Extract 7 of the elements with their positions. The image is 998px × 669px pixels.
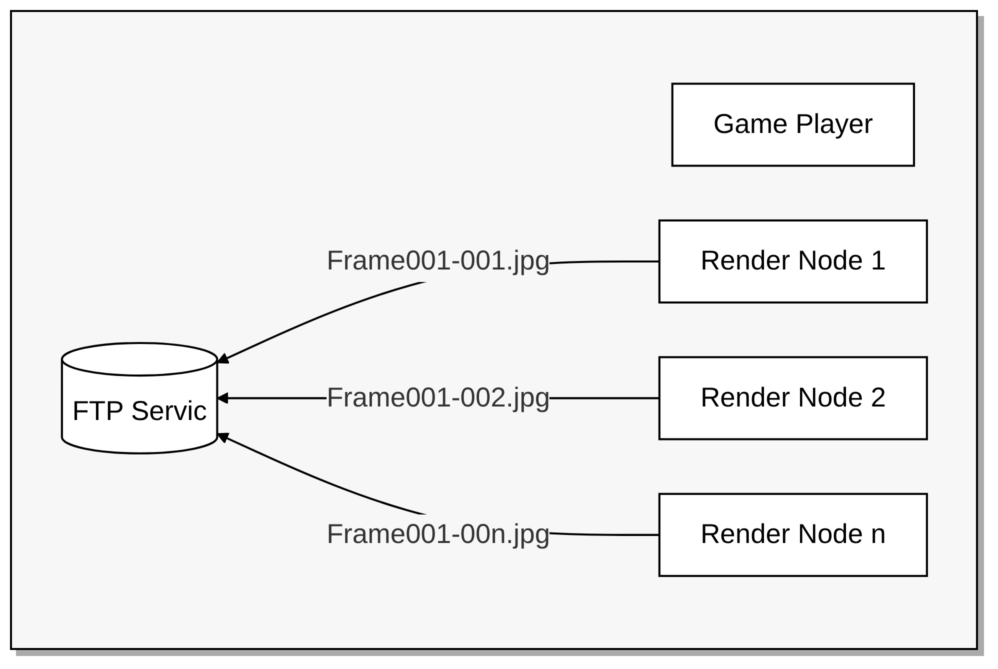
edge-label: Frame001-001.jpg	[326, 246, 550, 277]
node-box	[658, 493, 928, 578]
node-box	[670, 82, 915, 167]
node-box	[658, 220, 928, 304]
node-box	[658, 356, 928, 440]
edge-label: Frame001-00n.jpg	[326, 520, 550, 550]
edge-label: Frame001-002.jpg	[326, 383, 550, 414]
